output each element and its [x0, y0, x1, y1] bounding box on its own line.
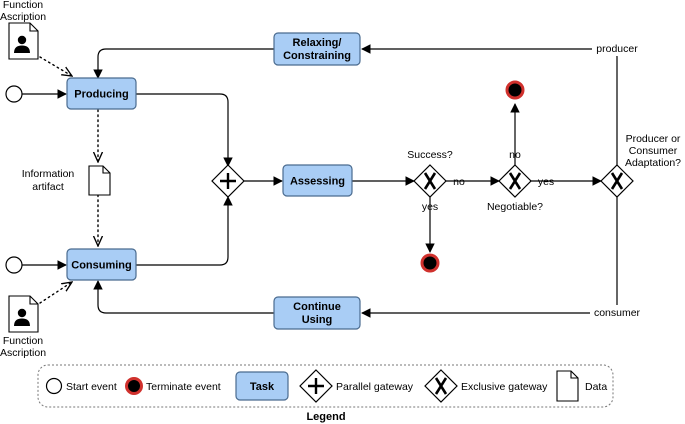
task-assessing: Assessing — [282, 164, 353, 197]
assoc-top-doc — [39, 56, 72, 76]
artifact-label-2: artifact — [32, 181, 64, 193]
terminate-event-yes — [420, 253, 440, 273]
gateway-adaptation-label-2: Consumer — [629, 145, 678, 157]
gateway-negotiable-label: Negotiable? — [487, 201, 543, 213]
legend: Start event Terminate event Task Paralle… — [37, 364, 614, 408]
edge-label-yes-success: yes — [422, 201, 438, 213]
task-relaxing-label-2: Constraining — [283, 50, 351, 62]
task-consuming-label: Consuming — [71, 260, 132, 272]
legend-data-icon — [556, 370, 579, 402]
legend-parallel-label: Parallel gateway — [336, 381, 414, 393]
exclusive-gateway-negotiable — [498, 164, 532, 198]
legend-task-label: Task — [250, 381, 275, 393]
edge-label-no-success: no — [453, 176, 465, 188]
task-assessing-label: Assessing — [290, 176, 345, 188]
flow-relaxing-to-producing — [93, 48, 274, 79]
exclusive-gateway-success — [413, 164, 447, 198]
edge-label-producer: producer — [596, 43, 638, 55]
top-doc-label-1: Function — [3, 0, 43, 11]
legend-exclusive-label: Exclusive gateway — [461, 381, 548, 393]
legend-start-label: Start event — [66, 381, 117, 393]
flow-continue-to-consuming — [93, 280, 274, 314]
gateway-adaptation-label-3: Adaptation? — [625, 157, 681, 169]
flow-consuming-to-parallel — [136, 196, 233, 266]
legend-terminate-label: Terminate event — [146, 381, 221, 393]
start-event-top — [5, 85, 23, 103]
exclusive-gateway-adaptation — [600, 164, 634, 198]
doc-function-ascription-top — [8, 22, 39, 60]
doc-function-ascription-bottom — [8, 295, 39, 333]
top-doc-label-2: Ascription — [0, 11, 46, 23]
parallel-gateway — [211, 164, 245, 198]
gateway-success-label: Success? — [407, 149, 453, 161]
terminate-event-no — [505, 80, 525, 100]
flow-consumer — [361, 197, 618, 318]
legend-data-label: Data — [585, 381, 607, 393]
legend-parallel-icon — [299, 369, 333, 403]
task-continue-label-2: Using — [302, 314, 333, 326]
bottom-doc-label-1: Function — [3, 335, 43, 347]
task-producing-label: Producing — [74, 89, 128, 101]
legend-task-icon — [235, 371, 289, 401]
person-icon — [17, 35, 27, 45]
legend-exclusive-icon — [424, 369, 458, 403]
bottom-doc-label-2: Ascription — [0, 347, 46, 359]
task-relaxing-constraining: Relaxing/ Constraining — [273, 32, 361, 66]
task-continue-using: Continue Using — [273, 296, 361, 330]
gateway-adaptation-label-1: Producer or — [626, 133, 681, 145]
start-event-bottom — [5, 256, 23, 274]
task-consuming: Consuming — [66, 248, 137, 281]
flow-producing-to-parallel — [136, 93, 233, 167]
legend-title: Legend — [306, 411, 345, 423]
legend-terminate-icon — [125, 377, 143, 395]
edge-label-yes-negotiable: yes — [538, 176, 554, 188]
label-backdrop — [590, 305, 644, 320]
task-producing: Producing — [66, 77, 137, 110]
person-icon — [17, 308, 27, 318]
flow-producer — [361, 44, 618, 165]
doc-information-artifact — [88, 165, 111, 196]
task-continue-label-1: Continue — [293, 301, 341, 313]
assoc-bottom-doc — [39, 282, 72, 304]
task-relaxing-label-1: Relaxing/ — [293, 37, 342, 49]
label-backdrop — [592, 41, 642, 56]
legend-start-icon — [45, 377, 63, 395]
artifact-label-1: Information — [22, 168, 75, 180]
edge-label-no-negotiable: no — [509, 149, 521, 161]
edge-label-consumer: consumer — [594, 307, 641, 319]
